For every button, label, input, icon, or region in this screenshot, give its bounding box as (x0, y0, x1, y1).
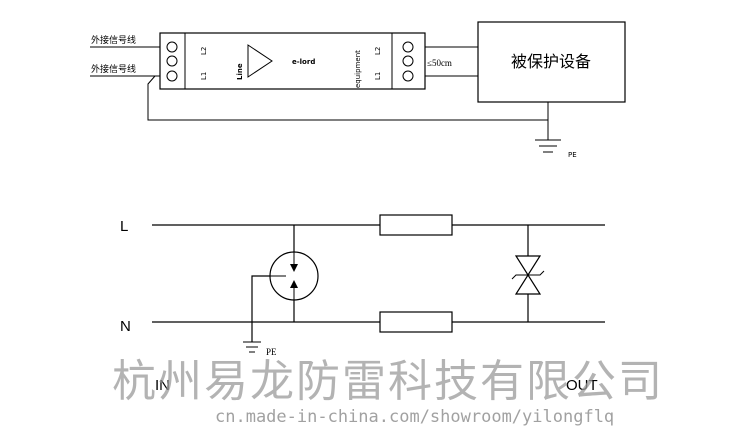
input-label-1: 外接信号线 (91, 34, 136, 46)
right-terminal-block (402, 41, 414, 82)
power-spd-diagram: L N PE IN OUT (120, 214, 605, 394)
terminal-screw (402, 41, 414, 53)
terminal-screw (166, 55, 178, 67)
terminal-screw (166, 41, 178, 53)
pe-label: PE (266, 347, 277, 357)
line-label: Line (236, 63, 244, 80)
line-L-label: L (120, 218, 128, 235)
N-series-impedance (379, 311, 453, 333)
tvs-diode-top-icon (514, 255, 542, 277)
L-series-impedance (379, 214, 453, 236)
tvs-diode-bottom-icon (514, 273, 542, 295)
distance-note: ≤50cm (427, 58, 452, 68)
right-terminal-label-top: L2 (374, 47, 382, 55)
line-N-label: N (120, 318, 131, 335)
signal-triangle-icon (247, 44, 273, 78)
brand-label: e-lord (292, 58, 315, 66)
terminal-screw (166, 70, 178, 82)
ground-return-wire (147, 75, 549, 140)
right-terminal-label-bottom: L1 (374, 72, 382, 80)
protected-device-box (477, 21, 626, 103)
ground-symbol-icon (535, 139, 561, 153)
in-label: IN (155, 377, 170, 394)
gdt-arrow-down (290, 264, 298, 272)
left-terminal-block (166, 41, 178, 82)
terminal-screw (402, 55, 414, 67)
tvs-bar (511, 270, 545, 280)
terminal-screw (402, 70, 414, 82)
protected-device-label: 被保护设备 (511, 52, 591, 71)
equipment-label: equipment (354, 50, 362, 88)
left-terminal-label-bottom: L1 (200, 72, 208, 80)
spd-module (159, 32, 426, 90)
signal-spd-diagram: 外接信号线 外接信号线 L2 L1 Line e-lord equipment … (90, 21, 626, 159)
left-terminal-label-top: L2 (200, 47, 208, 55)
company-watermark: 杭州易龙防雷科技有限公司 (112, 356, 664, 407)
pe-ground-wire (251, 275, 270, 342)
gdt-arrow-up (290, 280, 298, 288)
top-ground-label: PE (568, 151, 577, 159)
pe-ground-symbol-icon (243, 341, 261, 353)
url-watermark: cn.made-in-china.com/showroom/yilongflq (215, 407, 614, 427)
out-label: OUT (566, 377, 598, 394)
input-label-2: 外接信号线 (91, 63, 136, 75)
